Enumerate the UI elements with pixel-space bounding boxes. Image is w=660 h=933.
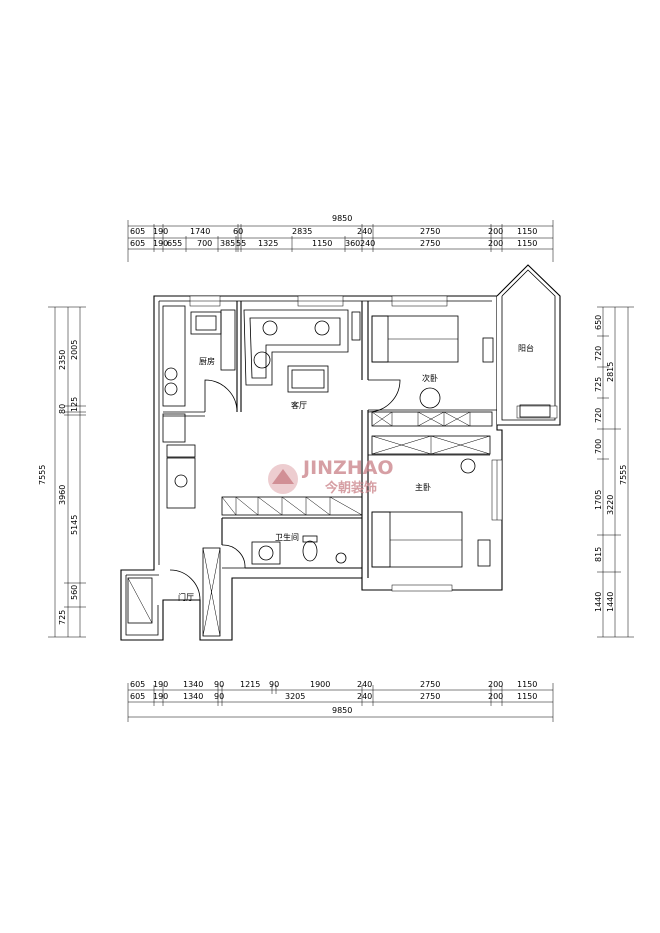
right-dim: 725 bbox=[594, 377, 603, 392]
entrance-hall-label: 门厅 bbox=[178, 592, 194, 602]
top-dim: 60 bbox=[233, 227, 243, 236]
bottom-dim: 1340 bbox=[183, 680, 203, 689]
top-dim: 2750 bbox=[420, 227, 440, 236]
right-dimensions: 650 720 725 720 700 1705 815 1440 2815 3… bbox=[594, 306, 634, 638]
top-dim: 1150 bbox=[312, 239, 332, 248]
top-dim: 1740 bbox=[190, 227, 210, 236]
bottom-dim: 90 bbox=[269, 680, 279, 689]
bottom-dim: 240 bbox=[357, 692, 372, 701]
top-dim: 385 bbox=[220, 239, 235, 248]
bottom-dim: 200 bbox=[488, 680, 503, 689]
bottom-dim: 90 bbox=[214, 680, 224, 689]
bottom-dim: 1215 bbox=[240, 680, 260, 689]
left-dim: 725 bbox=[58, 610, 67, 625]
doors bbox=[169, 379, 401, 601]
bottom-dim: 2750 bbox=[420, 692, 440, 701]
bottom-dim: 190 bbox=[153, 692, 168, 701]
left-dimensions: 7555 2350 80 3960 725 2005 125 5145 560 bbox=[38, 306, 86, 638]
bedroom-furniture bbox=[371, 315, 551, 568]
kitchen-label: 厨房 bbox=[199, 356, 215, 366]
top-dim: 360 bbox=[345, 239, 360, 248]
left-dim: 3960 bbox=[58, 485, 67, 505]
left-dim: 2350 bbox=[58, 350, 67, 370]
right-dim: 815 bbox=[594, 547, 603, 562]
bottom-dim: 1150 bbox=[517, 680, 537, 689]
right-dim: 3220 bbox=[606, 495, 615, 515]
bottom-dim: 190 bbox=[153, 680, 168, 689]
bathroom-fixtures bbox=[251, 535, 347, 565]
right-dim: 720 bbox=[594, 408, 603, 423]
left-dim: 560 bbox=[70, 585, 79, 600]
watermark-brand-cn: 今朝装饰 bbox=[324, 480, 377, 496]
walls bbox=[120, 264, 561, 641]
right-dim: 1705 bbox=[594, 490, 603, 510]
top-dim: 700 bbox=[197, 239, 212, 248]
top-dim: 2835 bbox=[292, 227, 312, 236]
top-dim: 200 bbox=[488, 227, 503, 236]
bottom-dim: 2750 bbox=[420, 680, 440, 689]
bottom-total-dim: 9850 bbox=[332, 706, 352, 715]
jinzhao-watermark: JINZHAO 今朝装饰 bbox=[268, 457, 394, 496]
master-bedroom-label: 主卧 bbox=[415, 482, 431, 492]
watermark-brand-en: JINZHAO bbox=[301, 457, 394, 479]
bottom-dim: 200 bbox=[488, 692, 503, 701]
top-dim: 1150 bbox=[517, 227, 537, 236]
top-dim: 605 bbox=[130, 239, 145, 248]
bottom-dimensions: 605 190 1340 90 1215 90 1900 240 2750 20… bbox=[127, 680, 554, 722]
windows bbox=[189, 295, 558, 592]
bottom-dim: 90 bbox=[214, 692, 224, 701]
top-dimensions: 9850 605 190 1740 60 2835 240 2750 200 1… bbox=[127, 214, 554, 262]
bottom-dim: 605 bbox=[130, 692, 145, 701]
bottom-dim: 1150 bbox=[517, 692, 537, 701]
living-room-label: 客厅 bbox=[291, 400, 307, 410]
right-outer-dim: 7555 bbox=[619, 465, 628, 485]
second-bedroom-label: 次卧 bbox=[422, 373, 438, 383]
top-dim: 240 bbox=[357, 227, 372, 236]
bottom-dim: 1340 bbox=[183, 692, 203, 701]
right-dim: 650 bbox=[594, 315, 603, 330]
bottom-dim: 240 bbox=[357, 680, 372, 689]
kitchen-fixtures bbox=[162, 305, 236, 443]
top-dim: 190 bbox=[153, 239, 168, 248]
left-dim: 80 bbox=[58, 404, 67, 414]
left-dim: 125 bbox=[70, 397, 79, 412]
top-dim: 655 bbox=[167, 239, 182, 248]
bottom-dim: 605 bbox=[130, 680, 145, 689]
right-dim: 1440 bbox=[594, 592, 603, 612]
bottom-dim: 1900 bbox=[310, 680, 330, 689]
left-dim: 5145 bbox=[70, 515, 79, 535]
bathroom-label: 卫生间 bbox=[275, 532, 299, 542]
top-dim: 190 bbox=[153, 227, 168, 236]
balcony-label: 阳台 bbox=[518, 343, 534, 353]
living-furniture bbox=[127, 309, 363, 637]
right-dim: 2815 bbox=[606, 362, 615, 382]
top-dim: 605 bbox=[130, 227, 145, 236]
right-dim: 1440 bbox=[606, 592, 615, 612]
top-dim: 1150 bbox=[517, 239, 537, 248]
top-dim: 1325 bbox=[258, 239, 278, 248]
left-dim: 2005 bbox=[70, 340, 79, 360]
right-dim: 720 bbox=[594, 346, 603, 361]
top-dim: 240 bbox=[360, 239, 375, 248]
top-dim: 200 bbox=[488, 239, 503, 248]
top-total-dim: 9850 bbox=[332, 214, 352, 223]
top-dim: 55 bbox=[236, 239, 246, 248]
top-dim: 2750 bbox=[420, 239, 440, 248]
left-outer-dim: 7555 bbox=[38, 465, 47, 485]
bottom-dim: 3205 bbox=[285, 692, 305, 701]
right-dim: 700 bbox=[594, 439, 603, 454]
